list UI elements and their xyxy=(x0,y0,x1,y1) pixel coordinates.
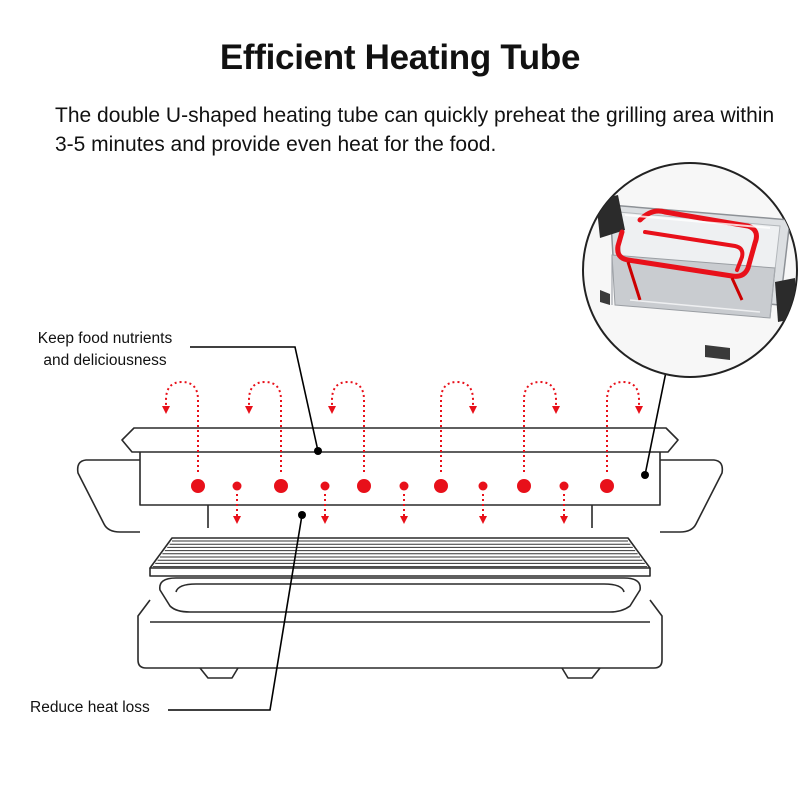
heat-source-dot xyxy=(232,481,242,491)
heat-rise-arrow xyxy=(328,380,365,472)
leader-inset xyxy=(644,361,669,476)
description-text: The double U-shaped heating tube can qui… xyxy=(55,104,775,156)
base xyxy=(137,599,663,669)
heat-source-dot xyxy=(191,479,205,493)
grill-body xyxy=(76,427,724,679)
heat-rise-arrow xyxy=(440,380,477,472)
upper-housing xyxy=(139,452,661,506)
heat-flow-arrows xyxy=(162,380,643,524)
leader-inset-dot xyxy=(641,471,649,479)
callout-heat-loss: Reduce heat loss xyxy=(30,699,150,716)
heat-source-dot xyxy=(517,479,531,493)
heat-source-dot xyxy=(274,479,288,493)
heating-elements xyxy=(191,479,614,493)
leader-heat-loss xyxy=(168,514,303,711)
grill-grate xyxy=(149,537,651,569)
heat-source-dot xyxy=(320,481,330,491)
heat-source-dot xyxy=(478,481,488,491)
leader-nutrients xyxy=(190,346,319,452)
callout-leaders xyxy=(168,346,669,711)
callout-nutrients-line1: Keep food nutrients xyxy=(37,330,173,347)
callout-nutrients-line2: and deliciousness xyxy=(43,352,167,369)
heating-tube-closeup-icon xyxy=(582,162,798,378)
heat-source-dot xyxy=(357,479,371,493)
top-plate xyxy=(121,427,679,453)
left-handle xyxy=(76,459,140,533)
left-foot xyxy=(199,667,239,679)
leader-heat-loss-dot xyxy=(298,511,306,519)
heat-rise-arrow xyxy=(162,380,199,472)
heat-rise-arrow xyxy=(245,380,282,472)
heat-source-dot xyxy=(600,479,614,493)
heat-source-dot xyxy=(559,481,569,491)
page-title: Efficient Heating Tube xyxy=(219,38,581,77)
heat-source-dot xyxy=(399,481,409,491)
heat-rise-arrow xyxy=(606,380,643,472)
drip-tray xyxy=(159,577,641,613)
leader-nutrients-dot xyxy=(314,447,322,455)
heat-source-dot xyxy=(434,479,448,493)
right-handle xyxy=(660,459,724,533)
heat-rise-arrow xyxy=(523,380,560,472)
right-foot xyxy=(561,667,601,679)
grate-bars xyxy=(152,540,648,568)
callout-nutrients: Keep food nutrients and deliciousness xyxy=(20,328,190,372)
